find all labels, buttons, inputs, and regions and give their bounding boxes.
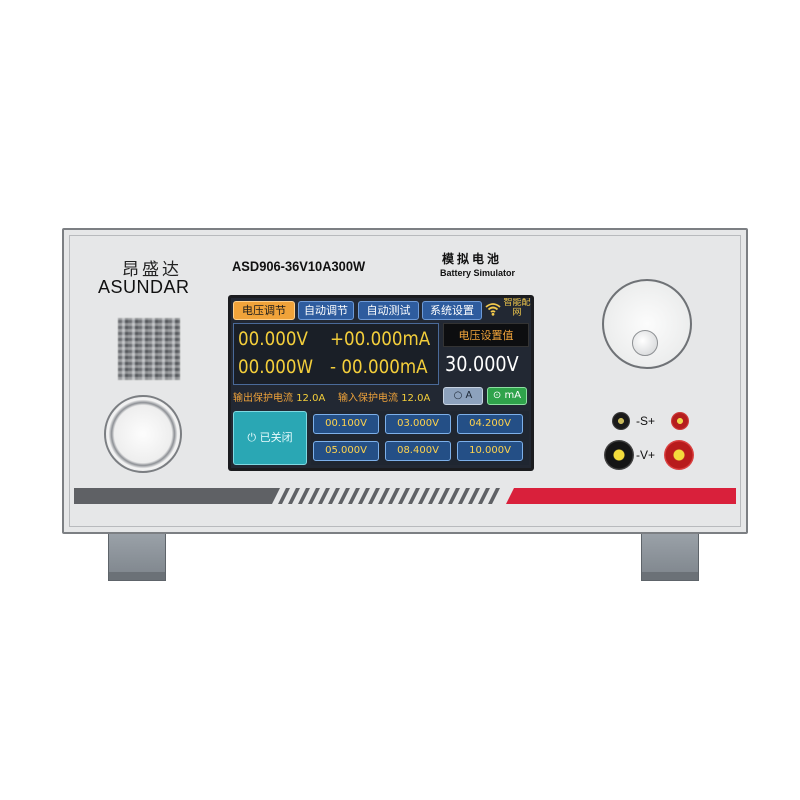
left-foot: [108, 533, 166, 581]
brand-name-en: ASUNDAR: [98, 277, 190, 297]
unit-milliamps-label: mA: [504, 390, 522, 401]
preset-button[interactable]: 04.200V: [457, 414, 523, 434]
unit-amps-label: A: [465, 390, 473, 401]
voltage-positive-terminal[interactable]: [664, 440, 694, 470]
radio-empty-icon: ○: [453, 390, 466, 401]
brand-name-cn: 昂盛达: [122, 260, 182, 280]
preset-button[interactable]: 03.000V: [385, 414, 451, 434]
decorative-stripe-bar: [74, 488, 736, 504]
setpoint-label: 电压设置值: [458, 329, 514, 342]
tab-voltage-adjust[interactable]: 电压调节: [233, 301, 295, 320]
product-name-cn: 模拟电池: [442, 252, 503, 266]
sense-terminal-label: -S+: [636, 414, 656, 428]
knob-dimple: [632, 330, 658, 356]
product-name-en: Battery Simulator: [440, 268, 516, 278]
power-readout: 00.000W: [238, 356, 314, 378]
readout-panel: 00.000V +00.000mA 00.000W - 00.000mA: [233, 323, 439, 385]
lcd-screen: 电压调节 自动调节 自动测试 系统设置 智能配网 00.000V +00.000…: [231, 298, 531, 468]
preset-button[interactable]: 08.400V: [385, 441, 451, 461]
preset-button[interactable]: 05.000V: [313, 441, 379, 461]
voltage-readout: 00.000V: [238, 328, 308, 350]
output-protection[interactable]: 输出保护电流 12.0A: [233, 389, 325, 404]
unit-milliamps-radio[interactable]: ⊙ mA: [487, 387, 527, 405]
power-switch-button[interactable]: [104, 395, 182, 473]
voltage-terminal-label: -V+: [636, 448, 656, 462]
setpoint-value[interactable]: 30.000V: [445, 352, 519, 376]
input-protection[interactable]: 输入保护电流 12.0A: [338, 389, 430, 404]
power-icon: ⏻: [247, 431, 260, 444]
input-protection-label: 输入保护电流: [338, 393, 398, 404]
preset-button[interactable]: 10.000V: [457, 441, 523, 461]
network-config-label[interactable]: 智能配网: [503, 298, 531, 318]
current-readout-negative: - 00.000mA: [330, 356, 428, 378]
setpoint-label-box: 电压设置值: [443, 323, 529, 347]
current-readout-positive: +00.000mA: [330, 328, 431, 350]
sense-negative-terminal[interactable]: [612, 412, 630, 430]
model-number: ASD906-36V10A300W: [232, 258, 366, 274]
sense-positive-terminal[interactable]: [671, 412, 689, 430]
output-protection-label: 输出保护电流: [233, 393, 293, 404]
input-protection-value: 12.0A: [401, 393, 431, 404]
preset-grid: 00.100V 03.000V 04.200V 05.000V 08.400V …: [311, 411, 529, 465]
right-foot: [641, 533, 699, 581]
output-toggle-button[interactable]: ⏻ 已关闭: [233, 411, 307, 465]
voltage-negative-terminal[interactable]: [604, 440, 634, 470]
tab-system-settings[interactable]: 系统设置: [422, 301, 482, 320]
radio-selected-icon: ⊙: [492, 390, 505, 401]
qr-code: [118, 318, 180, 380]
tab-auto-test[interactable]: 自动测试: [358, 301, 419, 320]
preset-button[interactable]: 00.100V: [313, 414, 379, 434]
output-protection-value: 12.0A: [296, 393, 326, 404]
unit-amps-radio[interactable]: ○ A: [443, 387, 483, 405]
wifi-icon[interactable]: [485, 301, 501, 317]
tab-auto-adjust[interactable]: 自动调节: [298, 301, 354, 320]
output-status-label: 已关闭: [259, 431, 293, 444]
